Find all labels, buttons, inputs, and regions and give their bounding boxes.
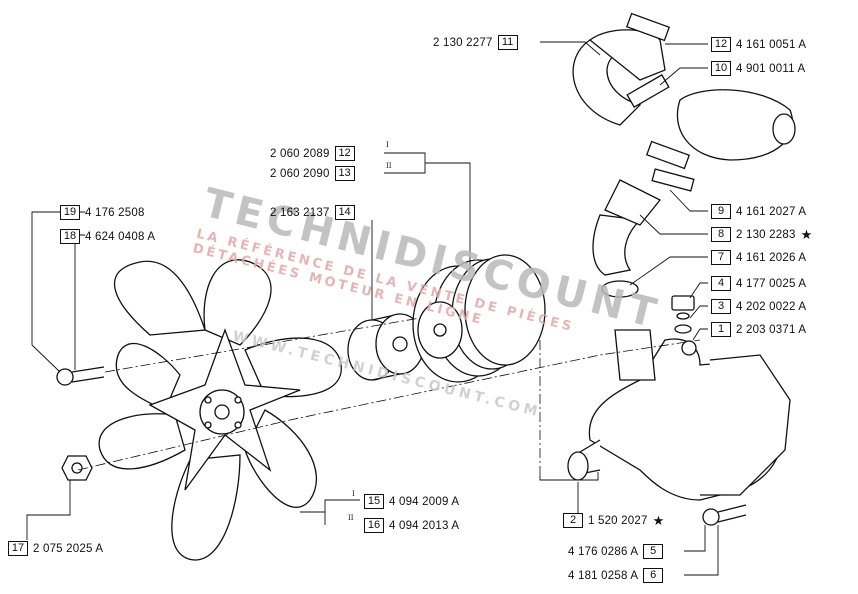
small-parts xyxy=(56,295,747,526)
part-label: 7 4 161 2026 A xyxy=(711,250,806,265)
part-number: 8 xyxy=(711,227,731,242)
part-code: 4 161 2027 A xyxy=(736,205,807,218)
part-code: 4 094 2013 A xyxy=(389,519,460,532)
pulley xyxy=(412,254,546,383)
part-code: 2 060 2089 xyxy=(270,147,330,160)
part-number: 12 xyxy=(334,146,355,161)
variant-mark: I xyxy=(352,490,355,498)
part-number: 4 xyxy=(711,276,731,291)
part-number: 7 xyxy=(711,250,731,265)
part-label: 2 1 520 2027 ★ xyxy=(563,513,664,528)
part-code: 4 161 0051 A xyxy=(736,38,807,51)
hoses xyxy=(572,29,796,276)
variant-mark: II xyxy=(386,162,392,170)
part-code: 2 075 2025 A xyxy=(33,542,104,555)
part-label: 15 4 094 2009 A xyxy=(364,494,459,509)
part-code: 2 130 2283 xyxy=(736,228,796,241)
part-label: 4 176 0286 A 5 xyxy=(568,544,664,559)
part-number: 5 xyxy=(643,544,664,559)
part-label: 10 4 901 0011 A xyxy=(711,61,805,76)
part-number: 3 xyxy=(711,299,731,314)
part-label: 9 4 161 2027 A xyxy=(711,204,806,219)
part-number: 14 xyxy=(334,205,355,220)
part-code: 4 176 2508 xyxy=(85,206,145,219)
water-pump xyxy=(567,329,791,501)
part-label: 17 2 075 2025 A xyxy=(8,541,103,556)
fan-hub xyxy=(148,328,301,491)
part-code: 1 520 2027 xyxy=(588,514,648,527)
part-code: 2 130 2277 xyxy=(433,36,493,49)
part-code: 4 094 2009 A xyxy=(389,495,460,508)
part-label: 12 4 161 0051 A xyxy=(711,37,806,52)
star-mark: ★ xyxy=(652,512,665,528)
variant-mark: I xyxy=(386,141,389,149)
part-code: 2 163 2137 xyxy=(270,206,330,219)
part-label: 4 181 0258 A 6 xyxy=(568,568,664,583)
part-label: 18 4 624 0408 A xyxy=(60,229,155,244)
part-number: 12 xyxy=(711,37,731,52)
star-mark: ★ xyxy=(800,226,813,242)
part-number: 9 xyxy=(711,204,731,219)
part-label: 19 4 176 2508 xyxy=(60,205,145,220)
fan-blades xyxy=(98,259,342,561)
part-code: 2 060 2090 xyxy=(270,167,330,180)
part-code: 2 203 0371 A xyxy=(736,323,807,336)
variant-mark: II xyxy=(348,514,354,522)
part-code: 4 624 0408 A xyxy=(85,230,156,243)
part-number: 1 xyxy=(711,322,731,337)
part-label: 2 060 2089 12 xyxy=(270,146,355,161)
part-number: 6 xyxy=(643,568,664,583)
center-axis xyxy=(77,317,701,475)
part-label: 4 4 177 0025 A xyxy=(711,276,806,291)
part-number: 18 xyxy=(60,229,80,244)
part-label: 8 2 130 2283 ★ xyxy=(711,227,812,242)
part-label: 1 2 203 0371 A xyxy=(711,322,806,337)
part-code: 4 202 0022 A xyxy=(736,300,807,313)
part-code: 4 176 0286 A xyxy=(568,545,639,558)
part-code: 4 177 0025 A xyxy=(736,277,807,290)
part-number: 15 xyxy=(364,494,384,509)
part-code: 4 181 0258 A xyxy=(568,569,639,582)
part-label: 2 130 2277 11 xyxy=(433,35,518,50)
fan-spacer xyxy=(347,313,425,381)
part-label: 3 4 202 0022 A xyxy=(711,299,806,314)
part-number: 11 xyxy=(497,35,518,50)
part-number: 16 xyxy=(364,518,384,533)
part-number: 19 xyxy=(60,205,80,220)
part-code: 4 161 2026 A xyxy=(736,251,807,264)
part-number: 10 xyxy=(711,61,731,76)
part-label: 16 4 094 2013 A xyxy=(364,518,459,533)
part-label: 2 163 2137 14 xyxy=(270,205,355,220)
part-number: 13 xyxy=(334,166,355,181)
hose-clamps xyxy=(601,12,695,298)
part-number: 17 xyxy=(8,541,28,556)
part-number: 2 xyxy=(563,513,583,528)
part-label: 2 060 2090 13 xyxy=(270,166,355,181)
part-code: 4 901 0011 A xyxy=(736,62,806,75)
